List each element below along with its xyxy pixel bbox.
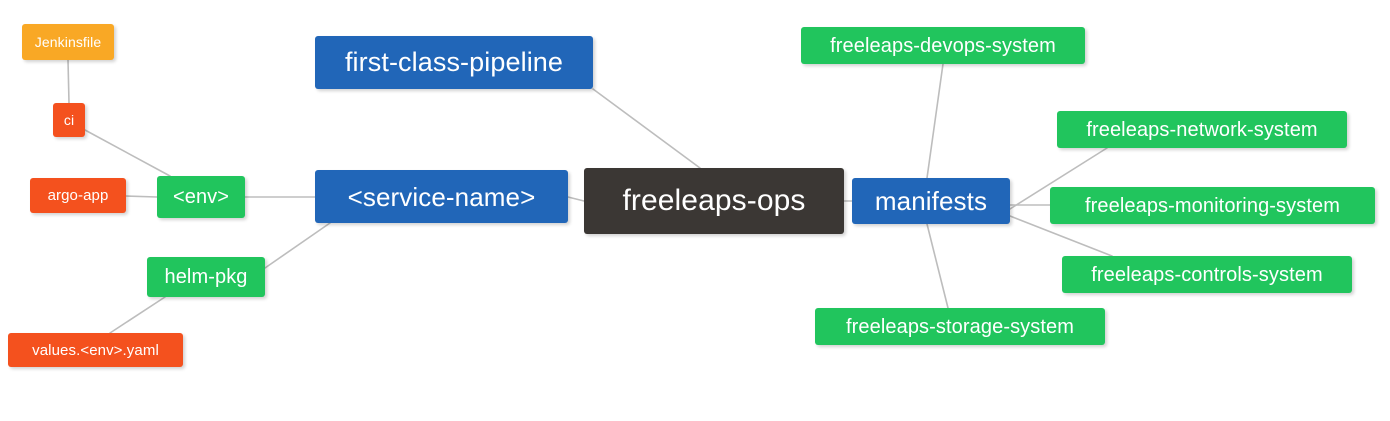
- node-service-name[interactable]: <service-name>: [315, 170, 568, 223]
- node-freeleaps-network-system[interactable]: freeleaps-network-system: [1057, 111, 1347, 148]
- edge-service-name-to-helm-pkg: [264, 222, 331, 269]
- node-ci[interactable]: ci: [53, 103, 85, 137]
- node-jenkinsfile[interactable]: Jenkinsfile: [22, 24, 114, 60]
- node-freeleaps-ops[interactable]: freeleaps-ops: [584, 168, 844, 234]
- node-label-freeleaps-network-system: freeleaps-network-system: [1086, 118, 1318, 141]
- node-manifests[interactable]: manifests: [852, 178, 1010, 224]
- node-label-freeleaps-monitoring-system: freeleaps-monitoring-system: [1084, 194, 1340, 217]
- node-freeleaps-devops-system[interactable]: freeleaps-devops-system: [801, 27, 1085, 64]
- edge-manifests-to-freeleaps-storage-system: [926, 223, 949, 309]
- edge-freeleaps-ops-to-first-class-pipeline: [592, 88, 701, 169]
- node-label-freeleaps-controls-system: freeleaps-controls-system: [1091, 263, 1323, 286]
- node-label-argo-app: argo-app: [47, 187, 109, 204]
- node-label-values-yaml: values.<env>.yaml: [32, 341, 159, 359]
- edge-freeleaps-ops-to-service-name: [567, 196, 585, 202]
- node-values-yaml[interactable]: values.<env>.yaml: [8, 333, 183, 367]
- node-label-jenkinsfile: Jenkinsfile: [34, 34, 102, 50]
- node-helm-pkg[interactable]: helm-pkg: [147, 257, 265, 297]
- node-label-ci: ci: [63, 112, 75, 128]
- edge-ci-to-jenkinsfile: [67, 59, 70, 104]
- node-label-freeleaps-ops: freeleaps-ops: [622, 184, 806, 217]
- node-freeleaps-storage-system[interactable]: freeleaps-storage-system: [815, 308, 1105, 345]
- node-label-freeleaps-devops-system: freeleaps-devops-system: [830, 34, 1056, 57]
- node-label-helm-pkg: helm-pkg: [164, 266, 248, 288]
- node-label-service-name: <service-name>: [347, 181, 536, 212]
- node-label-freeleaps-storage-system: freeleaps-storage-system: [845, 315, 1075, 338]
- node-argo-app[interactable]: argo-app: [30, 178, 126, 213]
- edge-env-to-argo-app: [125, 195, 158, 198]
- node-freeleaps-monitoring-system[interactable]: freeleaps-monitoring-system: [1050, 187, 1375, 224]
- node-label-first-class-pipeline: first-class-pipeline: [344, 47, 564, 77]
- edge-env-to-ci: [84, 129, 171, 177]
- node-label-manifests: manifests: [874, 186, 988, 216]
- edge-helm-pkg-to-values-yaml: [109, 296, 166, 334]
- node-freeleaps-controls-system[interactable]: freeleaps-controls-system: [1062, 256, 1352, 293]
- node-first-class-pipeline[interactable]: first-class-pipeline: [315, 36, 593, 89]
- edge-manifests-to-freeleaps-devops-system: [926, 63, 944, 179]
- node-env[interactable]: <env>: [157, 176, 245, 218]
- node-label-env: <env>: [172, 186, 230, 208]
